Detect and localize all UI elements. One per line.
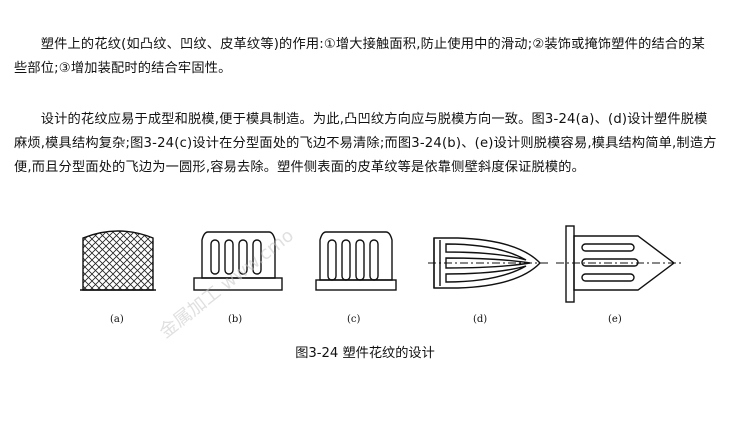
drawing-c xyxy=(315,231,397,291)
sublabel-d: (d) xyxy=(473,314,488,325)
drawing-a xyxy=(80,230,156,291)
sublabel-c: (c) xyxy=(347,314,361,325)
paragraph-2: 设计的花纹应易于成型和脱模,便于模具制造。为此,凸凹纹方向应与脱模方向一致。图3… xyxy=(14,112,717,176)
sublabel-b: (b) xyxy=(228,314,243,325)
drawing-b xyxy=(193,231,283,291)
sublabel-e: (e) xyxy=(608,314,622,325)
figure-drawings xyxy=(80,225,682,303)
sublabel-a: (a) xyxy=(110,314,124,325)
drawing-e xyxy=(556,225,682,303)
figure-caption: 图3-24 塑件花纹的设计 xyxy=(295,346,435,361)
paragraph-1: 塑件上的花纹(如凸纹、凹纹、皮革纹等)的作用:①增大接触面积,防止使用中的滑动;… xyxy=(14,37,706,77)
figure-3-24: (a) (b) (c) (d) (e) 金属加工 www.cmo xyxy=(78,218,682,343)
drawing-d xyxy=(428,237,550,289)
